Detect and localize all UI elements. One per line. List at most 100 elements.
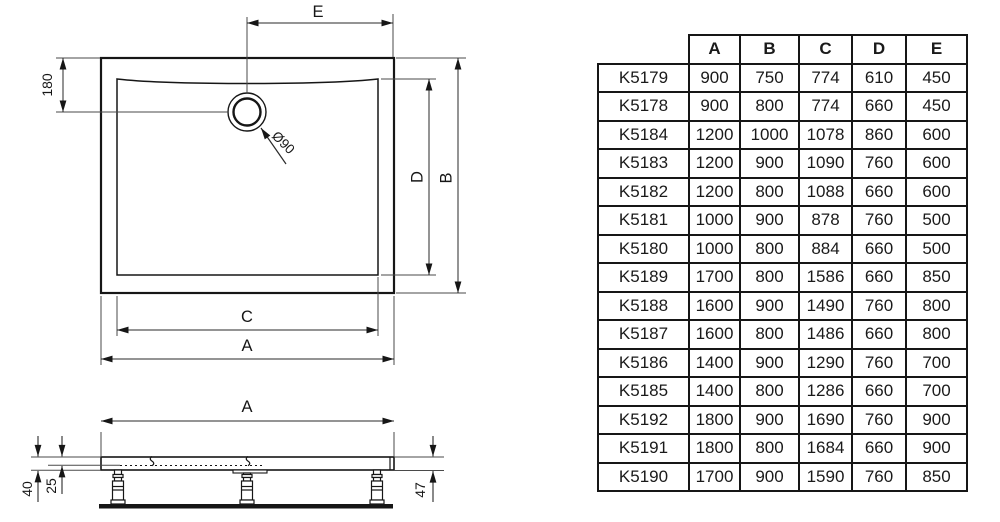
value-cell: 1000 xyxy=(688,205,741,236)
value-cell: 600 xyxy=(905,148,968,179)
value-cell: 1590 xyxy=(798,461,853,492)
dim-label-b: B xyxy=(438,172,456,183)
value-cell: 878 xyxy=(798,205,853,236)
model-cell: K5192 xyxy=(597,404,690,435)
foot-middle xyxy=(239,472,255,505)
break-line xyxy=(245,455,251,467)
value-cell: 900 xyxy=(905,433,968,464)
side-left-extension-lines xyxy=(31,456,120,471)
value-cell: 800 xyxy=(739,433,800,464)
value-cell: 850 xyxy=(905,461,968,492)
model-cell: K5179 xyxy=(597,62,690,93)
value-cell: 760 xyxy=(851,347,907,378)
value-cell: 600 xyxy=(905,119,968,150)
value-cell: 1684 xyxy=(798,433,853,464)
value-cell: 800 xyxy=(905,290,968,321)
value-cell: 700 xyxy=(905,376,968,407)
tray-inner-outline xyxy=(116,78,379,276)
value-cell: 660 xyxy=(851,91,907,122)
dimension-e xyxy=(246,14,394,94)
value-cell: 660 xyxy=(851,176,907,207)
value-cell: 850 xyxy=(905,262,968,293)
dim-label-40: 40 xyxy=(19,481,35,497)
column-header-b: B xyxy=(739,34,800,65)
value-cell: 760 xyxy=(851,148,907,179)
value-cell: 1400 xyxy=(688,347,741,378)
drain-leader-arrow xyxy=(260,127,287,165)
dimension-d xyxy=(381,78,436,276)
model-cell: K5191 xyxy=(597,433,690,464)
model-cell: K5181 xyxy=(597,205,690,236)
value-cell: 1290 xyxy=(798,347,853,378)
top-view-drawing: E 180 Ø90 D B xyxy=(39,3,466,365)
value-cell: 1700 xyxy=(688,461,741,492)
table-corner-cell xyxy=(598,35,689,64)
drain-inner-circle xyxy=(232,97,262,127)
value-cell: 1078 xyxy=(798,119,853,150)
value-cell: 900 xyxy=(739,461,800,492)
value-cell: 610 xyxy=(851,62,907,93)
value-cell: 1490 xyxy=(798,290,853,321)
foot-right xyxy=(369,469,385,505)
model-cell: K5182 xyxy=(597,176,690,207)
column-header-a: A xyxy=(688,34,741,65)
value-cell: 450 xyxy=(905,62,968,93)
value-cell: 1600 xyxy=(688,290,741,321)
dimension-b xyxy=(396,57,466,294)
value-cell: 1600 xyxy=(688,319,741,350)
value-cell: 900 xyxy=(739,205,800,236)
dim-label-a-side: A xyxy=(241,398,252,416)
column-header-d: D xyxy=(851,34,907,65)
drain-diameter-label: Ø90 xyxy=(269,128,298,157)
value-cell: 774 xyxy=(798,62,853,93)
floor-line xyxy=(99,504,393,509)
value-cell: 760 xyxy=(851,404,907,435)
tray-feet xyxy=(110,469,385,505)
value-cell: 900 xyxy=(739,347,800,378)
dim-label-a-top: A xyxy=(241,337,252,355)
value-cell: 1700 xyxy=(688,262,741,293)
value-cell: 860 xyxy=(851,119,907,150)
value-cell: 800 xyxy=(739,91,800,122)
value-cell: 1286 xyxy=(798,376,853,407)
value-cell: 1000 xyxy=(688,233,741,264)
value-cell: 760 xyxy=(851,461,907,492)
value-cell: 900 xyxy=(905,404,968,435)
foot-left xyxy=(110,469,126,505)
dim-label-47: 47 xyxy=(412,482,428,498)
value-cell: 1400 xyxy=(688,376,741,407)
model-cell: K5180 xyxy=(597,233,690,264)
side-right-extension-lines xyxy=(394,456,444,471)
value-cell: 500 xyxy=(905,205,968,236)
value-cell: 900 xyxy=(739,290,800,321)
value-cell: 1690 xyxy=(798,404,853,435)
value-cell: 1090 xyxy=(798,148,853,179)
value-cell: 800 xyxy=(905,319,968,350)
break-line xyxy=(149,455,155,467)
dim-label-e: E xyxy=(312,3,323,21)
value-cell: 450 xyxy=(905,91,968,122)
side-view-drawing: A 40 25 xyxy=(19,398,444,509)
model-cell: K5190 xyxy=(597,461,690,492)
column-header-e: E xyxy=(905,34,968,65)
value-cell: 900 xyxy=(739,148,800,179)
value-cell: 660 xyxy=(851,262,907,293)
dimension-c xyxy=(116,277,379,336)
dim-label-c: C xyxy=(241,308,253,326)
model-cell: K5188 xyxy=(597,290,690,321)
model-cell: K5184 xyxy=(597,119,690,150)
